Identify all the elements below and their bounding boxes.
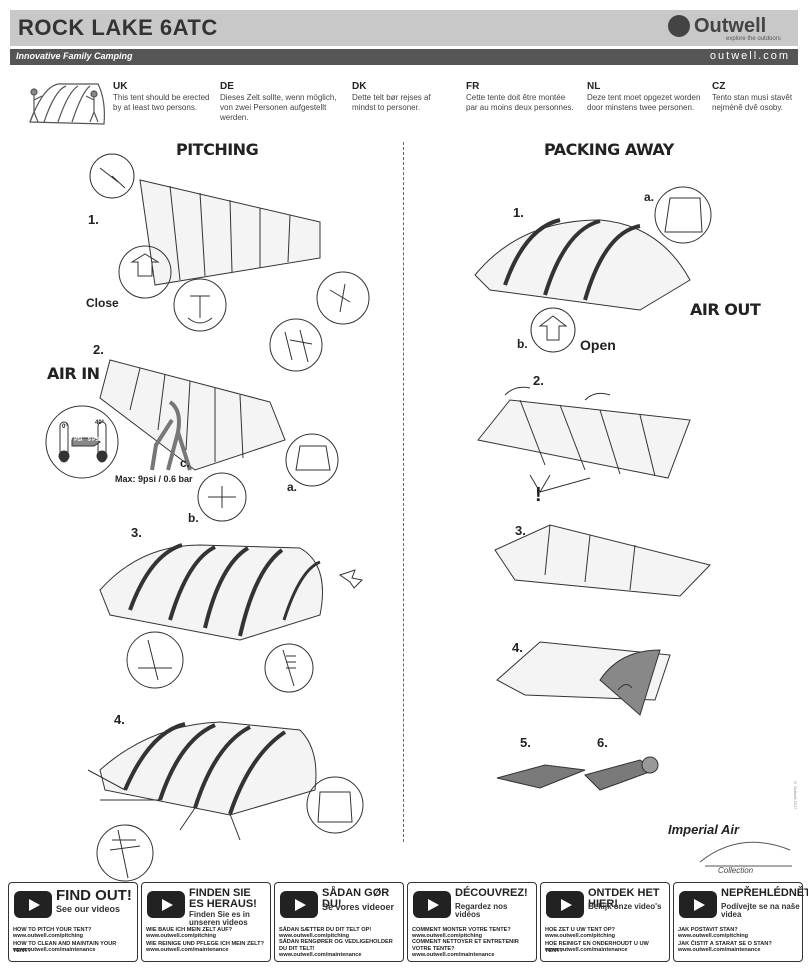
imperial-air-logo-swoosh [699,841,792,867]
lang-uk: UK This tent should be erected by at lea… [113,81,210,113]
pitching-c-label: c. [180,456,191,470]
lang-dk: DK Dette telt bør rejses af mindst to pe… [352,81,431,113]
website-url[interactable]: outwell.com [709,50,790,62]
copyright-text: © Outwell 2017 [793,780,798,810]
lang-cz: CZ Tento stan musí stavět nejméně dvě os… [712,81,793,113]
brand-logo: Outwell explore the outdoors [668,13,788,43]
packing-step-5: 5. [520,735,531,750]
lang-fr: FR Cette tente doit être montée par au m… [466,81,574,113]
section-divider [403,142,404,842]
packing-step2-illustration [477,386,691,493]
play-video-icon[interactable] [679,891,717,918]
lang-nl: NL Deze tent moet opgezet worden door mi… [587,81,701,113]
video-box-dk[interactable]: SÅDAN GØR DU! Se vores videoer SÅDAN SÆT… [274,882,404,962]
packing-step-1: 1. [513,205,524,220]
max-pressure-label: Max: 9psi / 0.6 bar [115,474,193,484]
play-video-icon[interactable] [546,891,584,918]
packing-a-label: a. [644,190,655,204]
outwell-logo-icon [668,15,690,37]
packing-step6-illustration [584,756,659,791]
packing-step-6: 6. [597,735,608,750]
video-box-fr[interactable]: DÉCOUVREZ! Regardez nos vidéos COMMENT M… [407,882,537,962]
pitching-heading: PITCHING [176,140,259,159]
gauge-right-label: 40° [95,420,105,426]
warning-mark: ! [535,484,542,506]
brand-name: Outwell [694,15,767,37]
gauge-psi2-label: 9 PSI [88,437,101,443]
gauge-left-label: 0° [62,424,68,430]
packing-b-label: b. [517,337,528,351]
play-video-icon[interactable] [147,891,185,918]
close-label: Close [86,296,119,310]
pitching-a-label: a. [287,480,298,494]
pitching-step-2: 2. [93,342,104,357]
pitching-step-1: 1. [88,212,99,227]
packing-step-2: 2. [533,373,544,388]
collection-name: Imperial Air [668,822,740,837]
subtitle: Innovative Family Camping [16,51,133,61]
two-person-tent-icon [29,83,105,125]
subtitle-bar: Innovative Family Camping outwell.com [10,49,798,65]
pitching-b-label: b. [188,511,199,525]
gauge-psi-label: 7 PSI [70,437,83,443]
pitching-step4-illustration [87,721,364,882]
play-video-icon[interactable] [413,891,451,918]
video-box-nl[interactable]: ONTDEK HET HIER! Bekijk onze video's HOE… [540,882,670,962]
play-video-icon[interactable] [280,891,318,918]
air-out-label: AIR OUT [690,300,761,319]
packing-step5-illustration [496,764,586,789]
pitching-step-3: 3. [131,525,142,540]
lang-de: DE Dieses Zelt sollte, wenn möglich, von… [220,81,337,123]
video-box-cz[interactable]: NEPŘEHLÉDNĚTE! Podívejte se na naše vide… [673,882,808,962]
play-video-icon[interactable] [14,891,52,918]
pitching-step-4: 4. [114,712,125,727]
pitching-step2-illustration [45,359,339,522]
packing-step3-illustration [494,524,711,597]
packing-away-heading: PACKING AWAY [544,140,674,159]
packing-step4-illustration [496,641,671,716]
packing-step-4: 4. [512,640,523,655]
video-links-footer: FIND OUT! See our videos HOW TO PITCH YO… [8,882,808,962]
air-in-label: AIR IN [47,364,100,383]
video-box-uk[interactable]: FIND OUT! See our videos HOW TO PITCH YO… [8,882,138,962]
header-bar: ROCK LAKE 6ATC Outwell explore the outdo… [10,10,798,46]
brand-tagline: explore the outdoors [726,36,781,42]
collection-sub: Collection [718,866,754,875]
product-title: ROCK LAKE 6ATC [18,15,218,40]
packing-step1-illustration [474,186,712,353]
pitching-step1-illustration [89,153,370,372]
pitching-step3-illustration [99,543,364,693]
video-box-de[interactable]: FINDEN SIE ES HERAUS! Finden Sie es in u… [141,882,271,962]
packing-step-3: 3. [515,523,526,538]
open-label: Open [580,337,616,353]
